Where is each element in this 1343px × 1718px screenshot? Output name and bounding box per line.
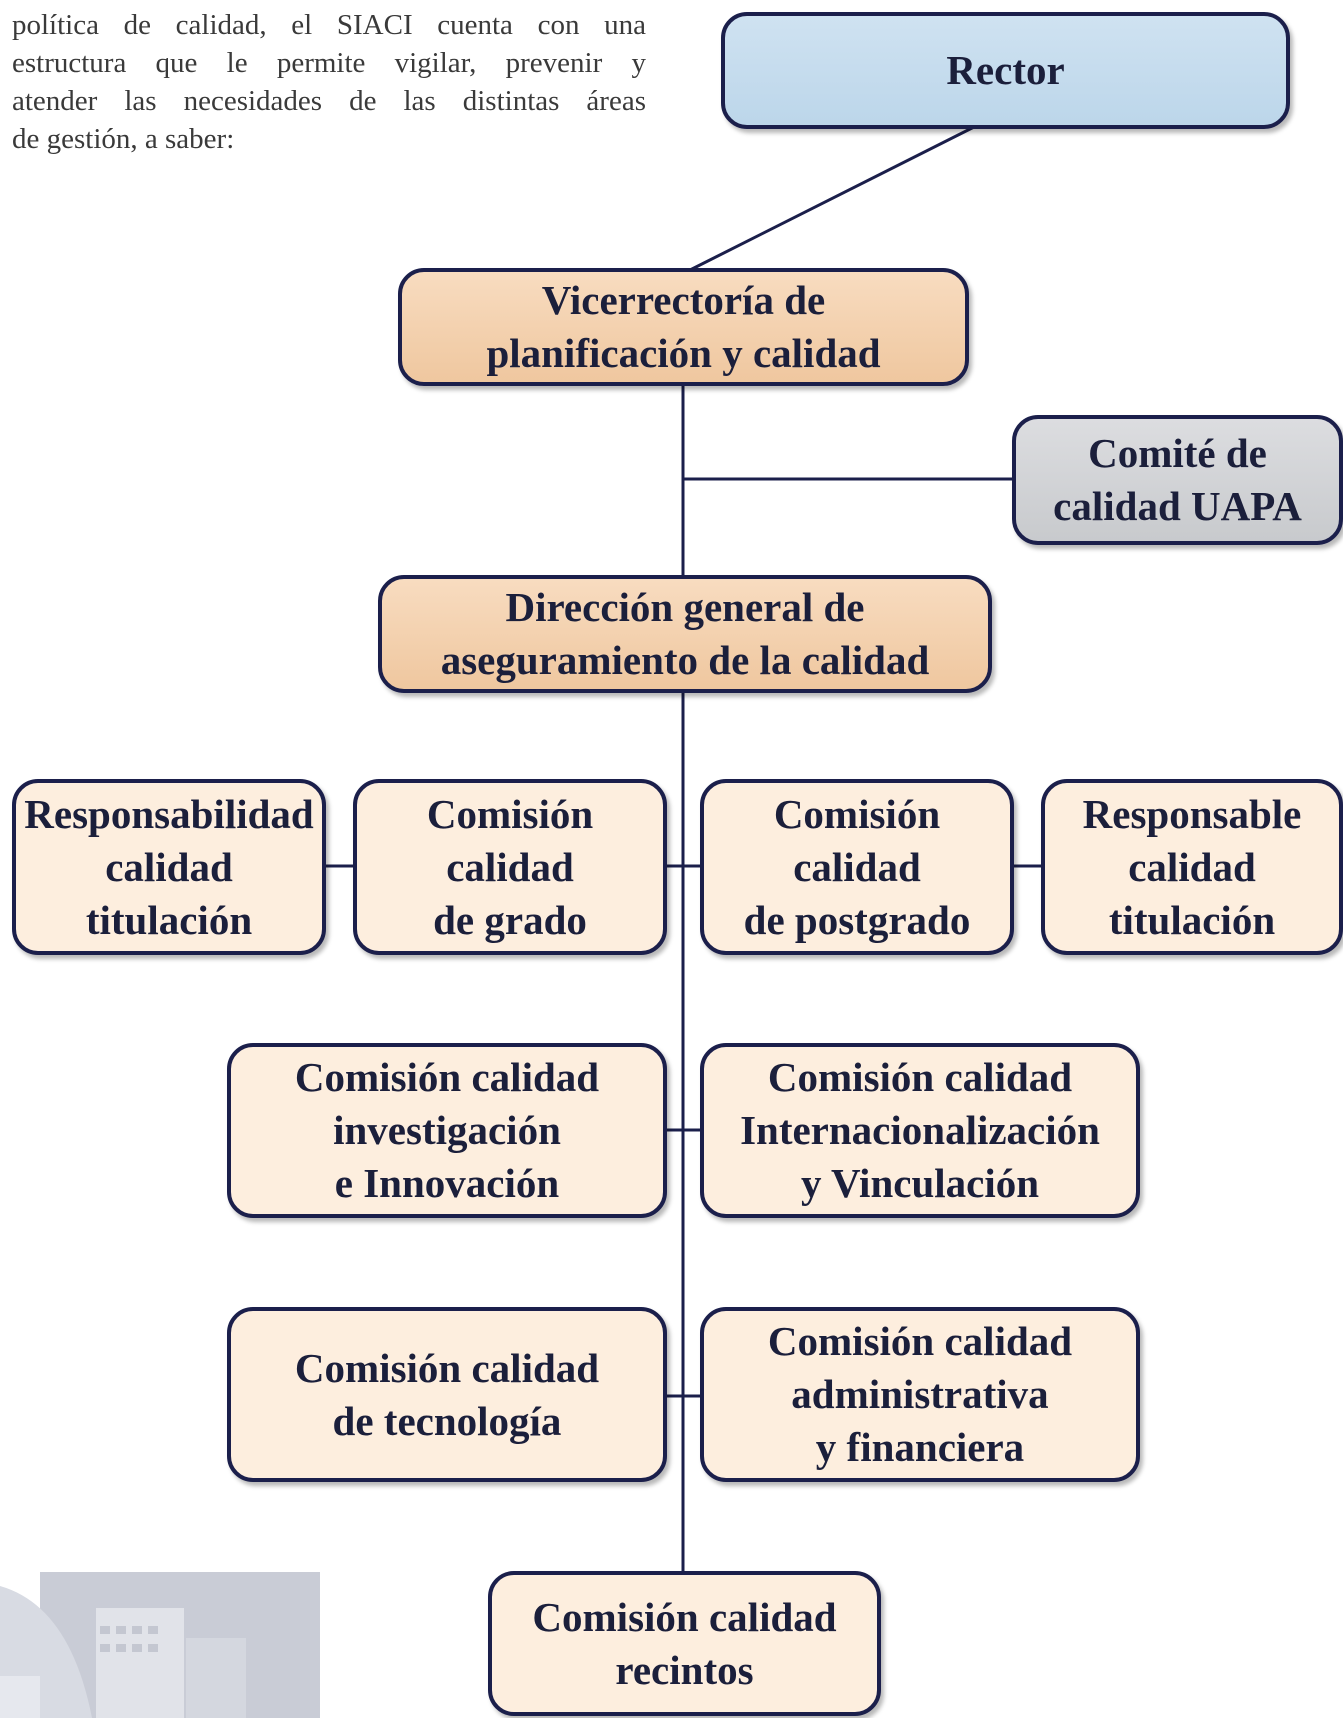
comite-label: Comité de calidad UAPA [1053, 430, 1302, 529]
comision-grado-label: Comisión calidad de grado [426, 790, 594, 943]
vicerrectoria-label: Vicerrectoría de planificación y calidad [486, 277, 881, 376]
comision-investigacion-label: Comisión calidad investigación e Innovac… [294, 1054, 600, 1206]
rector-to-vicerrectoria-line [689, 125, 975, 272]
intro-paragraph: política de calidad, el SIACI cuenta con… [12, 6, 646, 158]
comision-postgrado-label: Comisión calidad de postgrado [743, 790, 971, 943]
vicerrectoria-box[interactable]: Vicerrectoría de planificación y calidad [398, 268, 969, 386]
direccion-label: Dirección general de aseguramiento de la… [440, 584, 930, 683]
comision-tecnologia-box[interactable]: Comisión calidad de tecnología [227, 1307, 667, 1482]
comision-investigacion-box[interactable]: Comisión calidad investigación e Innovac… [227, 1043, 667, 1218]
comision-internacionalizacion-label: Comisión calidad Internacionalización y … [740, 1054, 1100, 1206]
comision-postgrado-box[interactable]: Comisión calidad de postgrado [700, 779, 1014, 955]
comite-box[interactable]: Comité de calidad UAPA [1012, 415, 1343, 545]
comision-administrativa-label: Comisión calidad administrativa y financ… [767, 1318, 1073, 1470]
comision-tecnologia-label: Comisión calidad de tecnología [294, 1344, 600, 1444]
comision-recintos-box[interactable]: Comisión calidad recintos [488, 1571, 881, 1716]
comision-grado-box[interactable]: Comisión calidad de grado [353, 779, 667, 955]
intro-line: política de calidad, el SIACI cuenta con… [12, 9, 646, 41]
comision-administrativa-box[interactable]: Comisión calidad administrativa y financ… [700, 1307, 1140, 1482]
building-watermark-image [0, 1572, 320, 1718]
intro-line: estructura que le permite vigilar, preve… [12, 47, 646, 79]
resp-calidad-titulacion-right-label: Responsable calidad titulación [1082, 790, 1302, 943]
resp-calidad-titulacion-right-box[interactable]: Responsable calidad titulación [1041, 779, 1343, 955]
comision-internacionalizacion-box[interactable]: Comisión calidad Internacionalización y … [700, 1043, 1140, 1218]
resp-calidad-titulacion-left-box[interactable]: Responsabilidad calidad titulación [12, 779, 326, 955]
comision-recintos-label: Comisión calidad recintos [532, 1593, 837, 1693]
direccion-box[interactable]: Dirección general de aseguramiento de la… [378, 575, 992, 693]
rector-box[interactable]: Rector [721, 12, 1290, 129]
intro-line: atender las necesidades de las distintas… [12, 85, 646, 117]
intro-line: de gestión, a saber: [12, 123, 235, 155]
resp-calidad-titulacion-left-label: Responsabilidad calidad titulación [24, 790, 314, 943]
rector-label: Rector [946, 47, 1065, 93]
